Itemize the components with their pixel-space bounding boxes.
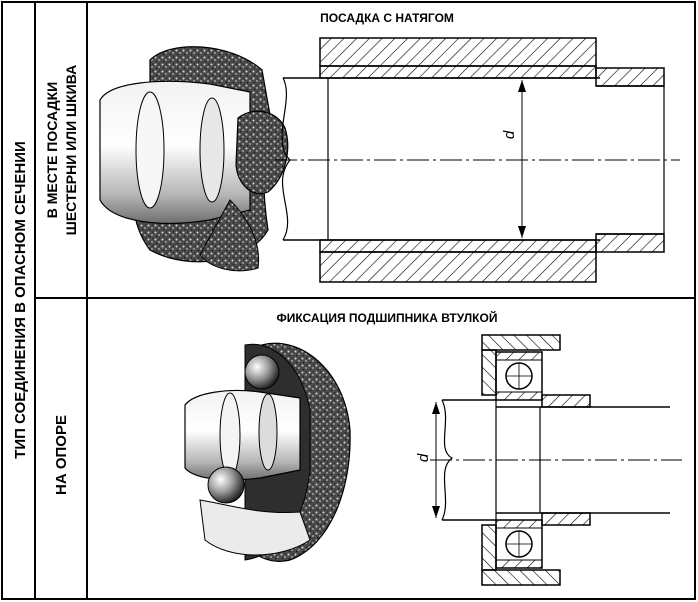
row1-label-line2: ШЕСТЕРНИ ИЛИ ШКИВА (63, 65, 79, 236)
bearing-section-drawing (430, 334, 682, 586)
row1-label-line1: В МЕСТЕ ПОСАДКИ (44, 82, 60, 218)
row1-dimension-d: d (501, 130, 518, 139)
left-header-label: ТИП СОЕДИНЕНИЯ В ОПАСНОМ СЕЧЕНИИ (12, 141, 29, 459)
row1-title: ПОСАДКА С НАТЯГОМ (320, 11, 454, 25)
row2-dimension-d: d (415, 453, 432, 462)
row2-label: НА ОПОРЕ (53, 415, 70, 495)
row2-title: ФИКСАЦИЯ ПОДШИПНИКА ВТУЛКОЙ (277, 310, 498, 325)
gear-on-shaft-illustration (99, 46, 289, 272)
press-fit-section-drawing (275, 37, 680, 283)
bearing-on-shaft-illustration (184, 342, 351, 562)
